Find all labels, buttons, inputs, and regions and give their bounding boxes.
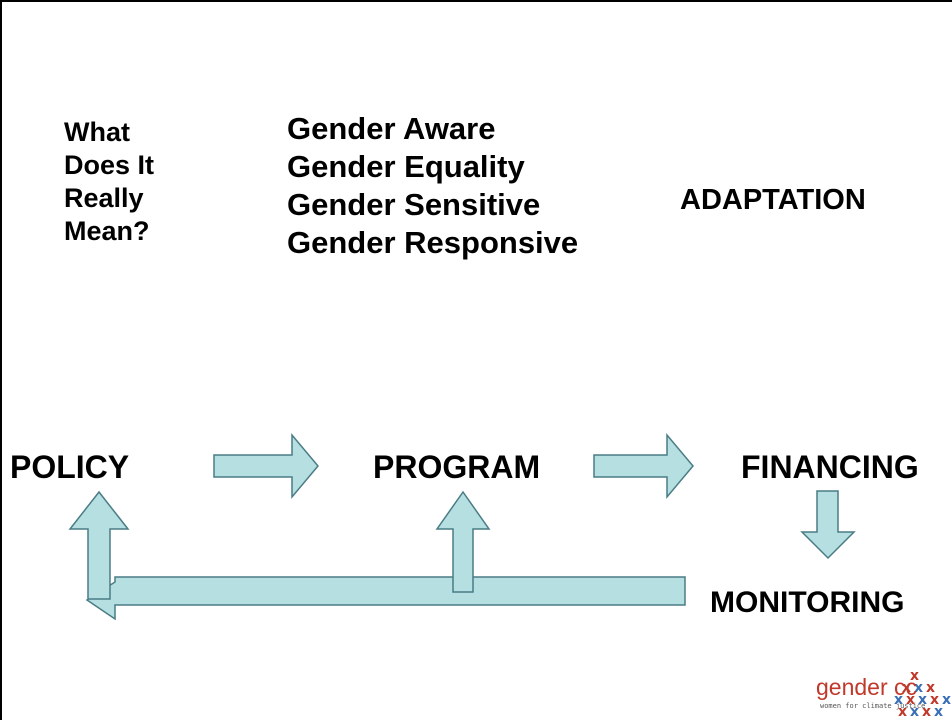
financing-label: FINANCING: [741, 449, 919, 485]
arrow-up-to-program: [435, 490, 491, 593]
adaptation-label: ADAPTATION: [680, 184, 866, 216]
gender-term: Gender Sensitive: [287, 187, 541, 222]
logo-wordmark: gender cc: [816, 674, 918, 700]
svg-text:x: x: [934, 704, 943, 720]
svg-text:x: x: [906, 692, 915, 708]
monitoring-label: MONITORING: [710, 586, 905, 619]
arrow-monitoring-return: [85, 576, 686, 621]
question-line: What: [64, 117, 130, 147]
policy-label: POLICY: [10, 449, 130, 485]
gender-term: Gender Responsive: [287, 225, 579, 260]
gender-terms-list: Gender Aware Gender Equality Gender Sens…: [287, 110, 578, 262]
gendercc-logo: x x x x x x x x x x x x x gender cc wome…: [814, 666, 952, 722]
svg-text:x: x: [942, 692, 951, 708]
logo-tagline: women for climate justice: [820, 702, 926, 710]
arrow-program-to-financing: [593, 432, 694, 500]
question-line: Mean?: [64, 216, 150, 246]
svg-text:x: x: [910, 704, 919, 720]
question-line: Does It: [64, 150, 155, 180]
svg-text:x: x: [898, 704, 907, 720]
svg-text:x: x: [910, 668, 919, 684]
logo-figures-icon: x x x x x x x x x x x x x: [894, 668, 951, 720]
svg-text:x: x: [926, 680, 935, 696]
question-text: What Does It Really Mean?: [64, 116, 154, 248]
svg-text:x: x: [922, 704, 931, 720]
gender-term: Gender Aware: [287, 111, 496, 146]
svg-text:x: x: [930, 692, 939, 708]
program-label: PROGRAM: [373, 449, 541, 485]
question-line: Really: [64, 183, 144, 213]
arrow-policy-to-program: [213, 432, 319, 500]
svg-text:x: x: [918, 692, 927, 708]
svg-text:x: x: [894, 692, 903, 708]
arrow-financing-to-monitoring: [800, 490, 856, 560]
gender-term: Gender Equality: [287, 149, 525, 184]
svg-text:x: x: [914, 680, 923, 696]
arrow-up-to-policy: [68, 490, 130, 600]
svg-text:x: x: [902, 680, 911, 696]
